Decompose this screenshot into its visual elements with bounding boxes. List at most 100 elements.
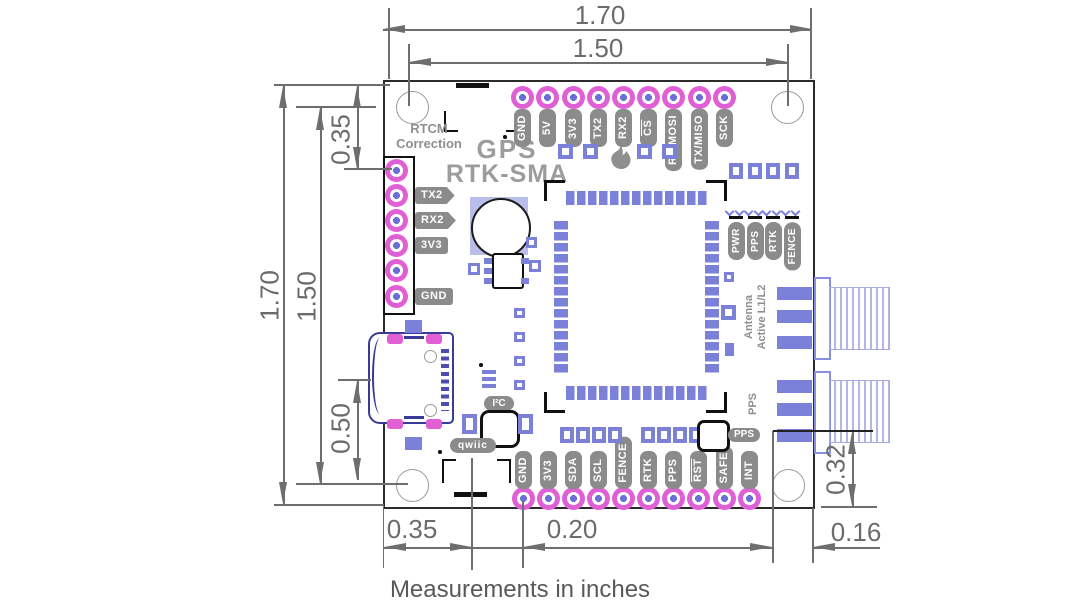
silk-dot <box>479 363 483 367</box>
rtcm-line1: RTCM <box>410 121 448 136</box>
dim-left-inner: 1.50 <box>291 271 322 322</box>
smd-pad <box>583 144 598 159</box>
smd-pad <box>484 258 492 264</box>
bottom-pin-pad <box>637 487 660 510</box>
bottom-pin-pad <box>713 487 736 510</box>
dim-left-outer: 1.70 <box>254 270 285 321</box>
dim-left-upper: 0.35 <box>325 114 356 165</box>
smd-pad <box>637 144 652 159</box>
silk-corner-mark <box>442 459 456 483</box>
mounting-hole <box>396 469 429 502</box>
top-pin-pad <box>612 86 635 109</box>
small-ic-outline <box>492 253 524 289</box>
usb-anchor-pad <box>426 419 442 429</box>
pps-button-label: PPS <box>728 428 760 442</box>
smd-pad <box>662 144 677 159</box>
smd-pad <box>608 427 622 443</box>
usb-anchor-pad <box>426 334 442 344</box>
top-pin-label: RX/MOSI <box>665 109 682 171</box>
usb-anchor-pad <box>387 334 403 344</box>
sma-pad <box>777 429 812 442</box>
led-pad <box>748 163 762 179</box>
bottom-pin-pad <box>537 487 560 510</box>
bottom-pin-pad <box>662 487 685 510</box>
silk-corner-mark <box>497 459 511 483</box>
top-pin-label: TX2 <box>590 109 607 147</box>
smd-pad <box>521 278 529 284</box>
mounting-hole <box>772 469 805 502</box>
top-pin-label: GND <box>514 109 531 147</box>
sma-connector-thread <box>829 287 890 350</box>
led-label: PPS <box>747 222 764 260</box>
edge-component-mark <box>456 83 489 88</box>
smd-pad <box>521 258 529 264</box>
led-cathode-mark <box>748 216 762 219</box>
top-pin-label: TX/MISO <box>691 109 708 170</box>
led-label: PWR <box>728 222 745 260</box>
smd-pad <box>673 427 687 443</box>
smd-pad <box>514 332 525 342</box>
top-pin-label: 5V <box>539 109 556 147</box>
sparkfun-flame-icon <box>611 143 631 169</box>
pps-button <box>697 420 730 452</box>
usb-edge-bar <box>404 336 424 339</box>
smd-pad <box>405 320 422 333</box>
bottom-pin-label: 3V3 <box>540 451 557 489</box>
smd-pad <box>641 427 655 443</box>
silk-corner-mark <box>444 111 458 132</box>
bottom-pin-label: RST <box>690 451 707 489</box>
left-header-outline <box>383 156 415 315</box>
qwiic-label: qwiic <box>450 438 496 453</box>
bottom-pin-pad <box>562 487 585 510</box>
smd-pad <box>560 427 574 443</box>
bottom-pin-pad <box>512 487 535 510</box>
sma-connector-thread <box>829 380 890 443</box>
bottom-pin-label: SDA <box>565 451 582 489</box>
smd-pad <box>484 278 492 284</box>
led-cathode-mark <box>785 216 799 219</box>
smd-pad <box>721 305 736 320</box>
dim-bottom-mid: 0.20 <box>546 514 598 544</box>
smd-pad <box>529 260 541 272</box>
bottom-pin-pad <box>738 487 761 510</box>
mounting-hole <box>396 91 429 124</box>
chip-pad-row <box>566 191 709 205</box>
rtcm-line2: Correction <box>396 136 462 151</box>
chip-corner-mark <box>706 180 727 201</box>
led-pad <box>785 163 799 179</box>
bottom-pin-label: SCL <box>590 451 607 489</box>
chip-corner-mark <box>706 392 727 413</box>
usb-connector-lip <box>372 338 388 414</box>
top-pin-pad <box>536 86 559 109</box>
antenna-silk-label: Antenna Active L1/L2 <box>743 276 769 358</box>
left-pin-pad <box>385 234 408 257</box>
dim-top-inner: 1.50 <box>572 33 624 63</box>
chip-pad-column <box>705 221 719 374</box>
left-pin-label: RX2 <box>415 212 456 229</box>
antenna-circle <box>471 198 531 258</box>
chip-pad-column <box>554 221 568 374</box>
led-pad <box>729 163 743 179</box>
sma-pad <box>777 336 812 349</box>
bottom-pin-label: RTK <box>640 451 657 489</box>
pps-silk-label: PPS <box>747 393 759 416</box>
top-pin-pad <box>587 86 610 109</box>
smd-pad <box>514 380 525 390</box>
chip-corner-mark <box>544 180 565 201</box>
top-pin-pad <box>637 86 660 109</box>
top-pin-label: CS <box>640 109 657 147</box>
top-pin-label: RX2 <box>615 109 632 147</box>
smd-pad <box>725 343 734 356</box>
sma-pad <box>777 310 812 323</box>
dim-right-lower: 0.32 <box>820 444 851 495</box>
smd-pad <box>518 414 533 434</box>
antenna-silk-line2: Active L1/L2 <box>756 284 768 350</box>
left-pin-label: TX2 <box>415 187 455 204</box>
sma-pad <box>777 403 812 416</box>
left-pin-pad <box>385 209 408 232</box>
usb-alignment-hole <box>424 404 437 417</box>
smd-pad <box>468 263 480 275</box>
smd-pad <box>514 356 525 366</box>
usb-pin-row <box>441 349 449 411</box>
